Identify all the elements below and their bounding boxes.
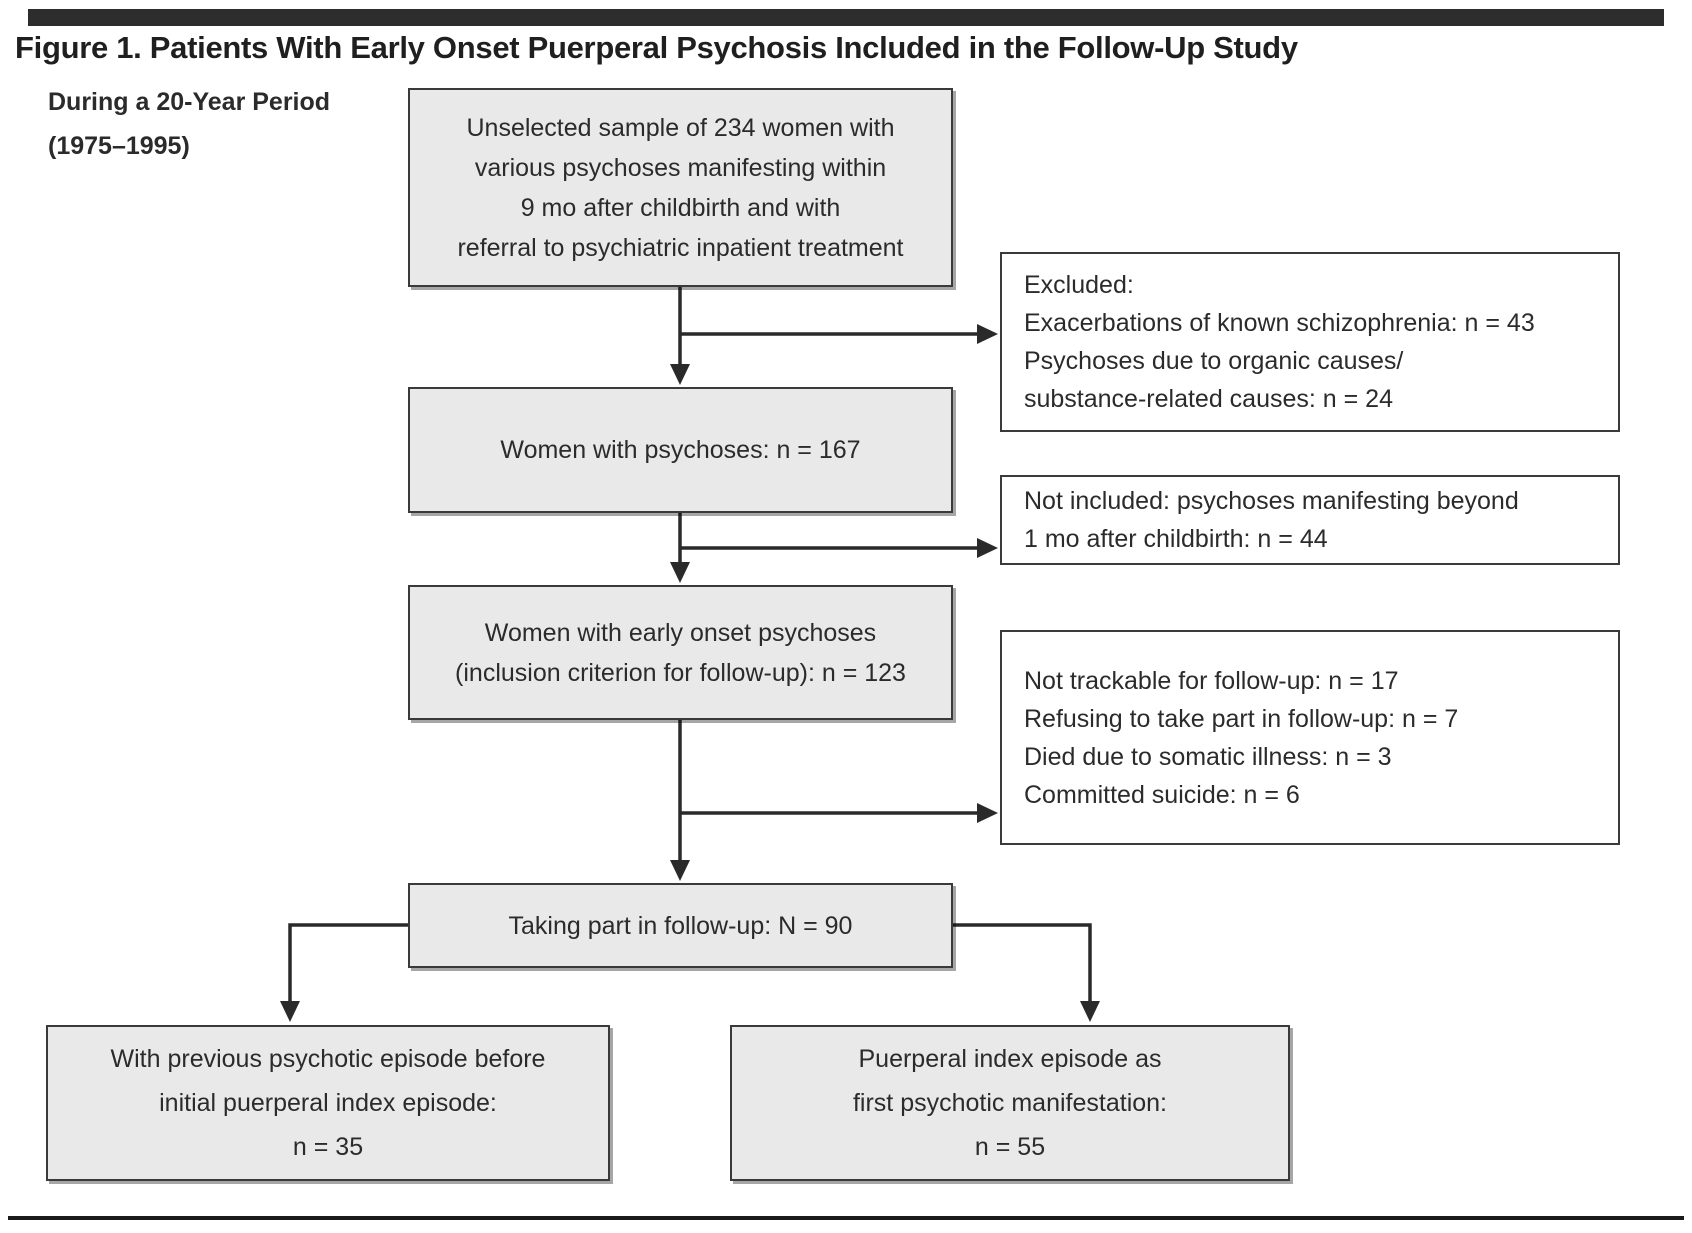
arrowhead-down-5 [1080,1001,1100,1022]
box-line: first psychotic manifestation: [852,1089,1167,1117]
box-line: 9 mo after childbirth and with [520,193,841,222]
flow-box-early-onset-psychoses: Women with early onset psychoses (inclus… [408,585,953,720]
flow-box-women-with-psychoses: Women with psychoses: n = 167 [408,387,953,513]
box-line: Refusing to take part in follow-up: n = … [1024,704,1459,733]
box-line: Not included: psychoses manifesting beyo… [1024,487,1519,515]
flow-box-taking-part: Taking part in follow-up: N = 90 [408,883,953,968]
arrowhead-right-3 [977,803,998,823]
flow-box-not-included: Not included: psychoses manifesting beyo… [1000,475,1620,565]
connector-branch-not-included [680,538,998,558]
box-line: referral to psychiatric inpatient treatm… [457,233,904,262]
top-rule-bar [28,9,1664,26]
connector-psychoses-to-early [670,513,690,583]
box-line: Unselected sample of 234 women with [466,113,895,142]
flow-box-previous-episode: With previous psychotic episode before i… [46,1025,610,1181]
box-line: substance-related causes: n = 24 [1024,385,1393,413]
arrowhead-down-3 [670,860,690,881]
box-line: (inclusion criterion for follow-up): n =… [455,658,906,687]
connector-unselected-to-psychoses [670,287,690,385]
connector-taking-to-index [953,923,1100,1022]
arrowhead-down-1 [670,364,690,385]
connector-branch-excluded [680,324,998,344]
box-line: Committed suicide: n = 6 [1024,780,1300,809]
box-line: With previous psychotic episode before [110,1045,546,1073]
figure-title: Figure 1. Patients With Early Onset Puer… [15,30,1298,65]
period-label-line2: (1975–1995) [48,132,190,160]
connector-branch-not-followup [680,803,998,823]
arrowhead-right-2 [977,538,998,558]
box-line: Women with early onset psychoses [484,618,877,647]
connector-taking-to-previous [280,923,408,1022]
arrowhead-down-2 [670,562,690,583]
period-label: During a 20-Year Period (1975–1995) [48,80,378,168]
box-line: Puerperal index episode as [858,1045,1162,1073]
box-line: Psychoses due to organic causes/ [1024,347,1404,375]
flow-box-unselected-sample: Unselected sample of 234 women with vari… [408,88,953,287]
flow-box-excluded: Excluded: Exacerbations of known schizop… [1000,252,1620,432]
flow-box-not-in-followup: Not trackable for follow-up: n = 17 Refu… [1000,630,1620,845]
box-line: various psychoses manifesting within [474,153,887,182]
bottom-rule-bar [8,1216,1684,1220]
box-line: 1 mo after childbirth: n = 44 [1024,525,1328,553]
box-line: Died due to somatic illness: n = 3 [1024,742,1392,771]
period-label-line1: During a 20-Year Period [48,88,331,116]
box-line: initial puerperal index episode: [159,1089,497,1117]
box-line: Excluded: [1024,271,1134,299]
arrowhead-right-1 [977,324,998,344]
box-line: Taking part in follow-up: N = 90 [508,911,853,940]
arrowhead-down-4 [280,1001,300,1022]
box-line: n = 35 [292,1133,364,1161]
box-line: Not trackable for follow-up: n = 17 [1024,666,1399,695]
box-line: n = 55 [974,1133,1046,1161]
box-line: Exacerbations of known schizophrenia: n … [1024,309,1535,337]
flow-box-index-first-manifestation: Puerperal index episode as first psychot… [730,1025,1290,1181]
box-line: Women with psychoses: n = 167 [500,436,861,464]
connector-early-to-taking [670,720,690,881]
